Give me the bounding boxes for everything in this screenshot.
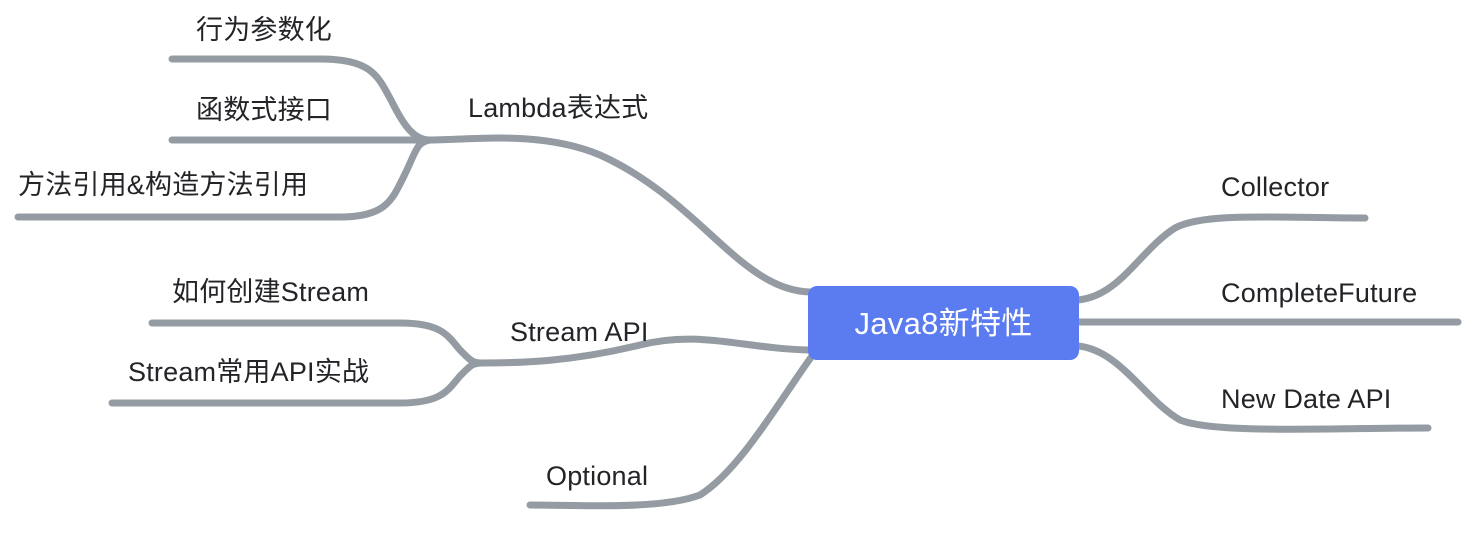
branch-line-new-date-api — [1074, 342, 1432, 433]
branch-label-optional[interactable]: Optional — [546, 461, 649, 491]
leaf-label-stream-common-api-practice[interactable]: Stream常用API实战 — [128, 357, 370, 387]
branch-label-new-date-api[interactable]: New Date API — [1221, 384, 1392, 414]
central-node-java8[interactable]: Java8新特性 — [808, 286, 1079, 360]
central-node-label: Java8新特性 — [854, 305, 1033, 341]
branch-line-stream-trunk — [478, 335, 812, 367]
leaf-label-how-to-create-stream[interactable]: 如何创建Stream — [172, 277, 370, 307]
leaf-label-behavior-parameterization[interactable]: 行为参数化 — [196, 15, 332, 45]
branch-line-lambda-trunk — [426, 134, 814, 296]
branch-line-lambda-child-2 — [14, 136, 434, 221]
branch-line-lambda-child-0 — [168, 55, 434, 144]
branch-line-collector — [1074, 213, 1369, 304]
branch-label-collector[interactable]: Collector — [1221, 172, 1330, 202]
leaf-label-functional-interface[interactable]: 函数式接口 — [196, 95, 332, 125]
branch-label-complete-future[interactable]: CompleteFuture — [1221, 278, 1418, 308]
branch-label-lambda[interactable]: Lambda表达式 — [468, 93, 649, 123]
branch-line-optional — [526, 352, 816, 510]
branch-label-stream-api[interactable]: Stream API — [510, 317, 649, 347]
branch-line-stream-child-1 — [108, 359, 486, 407]
leaf-label-method-reference[interactable]: 方法引用&构造方法引用 — [18, 170, 309, 200]
